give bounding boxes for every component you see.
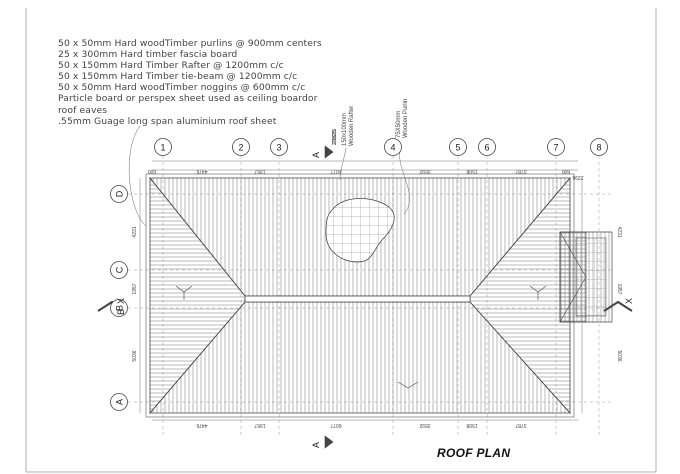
left-dim-value: 5036 [132,350,138,361]
top-dim-value: 600 [148,168,157,174]
note-line: 25 x 300mm Hard timber fascia board [58,49,238,61]
bottom-dim-value: 1957 [254,422,265,428]
grid-row-bubble: D [110,185,128,203]
rafter-callout: 150x100mmWooden Rafter [342,106,355,146]
grid-column-label: 3 [276,143,281,153]
grid-column-bubble: 4 [384,138,402,156]
grid-column-bubble: 7 [547,138,565,156]
top-dim-value: 3787 [515,168,526,174]
top-dim-value: 1957 [254,168,265,174]
note-line: 50 x 50mm Hard woodTimber purlins @ 900m… [58,38,322,49]
grid-column-label: 8 [596,143,601,153]
grid-column-bubble: 1 [154,138,172,156]
grid-row-label: C [115,266,125,273]
grid-column-label: 4 [390,143,395,153]
grid-column-label: 6 [484,143,489,153]
note-line: roof eaves [58,104,108,116]
right-dim-value: 5036 [616,350,622,361]
grid-column-label: 5 [455,143,460,153]
grid-column-bubble: 2 [232,138,250,156]
top-dim-value: 3592 [419,168,430,174]
grid-row-bubble: B [110,299,128,317]
section-label-a-top: A [311,152,321,158]
left-dim-value: 1957 [132,283,138,294]
note-line: .55mm Guage long span aluminium roof she… [58,115,277,127]
plan-title: ROOF PLAN [437,446,511,460]
top-dim-value: 4476 [196,168,207,174]
specification-notes: 50 x 50mm Hard woodTimber purlins @ 900m… [58,38,358,127]
grid-column-label: 7 [553,143,558,153]
grid-row-bubble: C [110,261,128,279]
right-extra-dim: 2296 [572,174,583,180]
bottom-dim-value: 1508 [466,422,477,428]
section-label-x-left: X [116,298,126,304]
grid-column-label: 1 [160,143,165,153]
purlin-callout: 75X50mmWooden Purlin [396,99,409,138]
grid-column-bubble: 6 [478,138,496,156]
bottom-dim-value: 4476 [196,422,207,428]
overall-dim-label: 21625 [332,129,338,144]
note-line: Particle board or perspex sheet used as … [58,93,318,105]
grid-row-bubble: A [110,393,128,411]
second-dim-label: 22825 [332,130,338,145]
note-line: 50 x 150mm Hard Timber Rafter @ 1200mm c… [58,60,284,72]
roof-bay-projection [559,231,613,323]
right-dim-value: 1957 [616,283,622,294]
section-label-b-left: B [116,309,126,315]
roof-ridge [244,295,471,303]
grid-column-bubble: 3 [270,138,288,156]
grid-column-heads: 1 2 3 4 5 6 7 8 [154,138,608,156]
top-dim-value: 6077 [330,168,341,174]
grid-row-heads: D C B A [110,185,128,411]
section-arrows [97,145,633,449]
top-dimension-labels: 600 4476 1957 6077 3592 1508 3787 600 [148,168,571,174]
bottom-dim-value: 3787 [515,422,526,428]
section-label-a-bottom: A [311,442,321,448]
left-dim-value: 4231 [132,226,138,237]
top-dim-value: 1508 [466,168,477,174]
callout-leaders [128,125,410,227]
bottom-dim-value: 6077 [330,422,341,428]
grid-column-bubble: 8 [590,138,608,156]
sheet-frame [25,8,657,473]
hip-arrow-marks [175,285,547,389]
grid-row-label: A [115,399,125,405]
note-line: 50 x 150mm Hard Timber tie-beam @ 1200mm… [58,71,298,83]
dimension-lines [139,160,583,421]
skylight-patch [325,198,395,263]
grid-row-label: D [115,190,125,197]
bottom-dim-value: 3592 [419,422,430,428]
section-label-x-right: X [624,298,634,304]
grid-column-label: 2 [238,143,243,153]
right-dim-value: 4231 [616,226,622,237]
top-dim-value: 600 [562,168,571,174]
bottom-dimension-labels: 4476 1957 6077 3592 1508 3787 [196,422,526,428]
grid-column-bubble: 5 [449,138,467,156]
side-dimension-labels: 4231 1957 5036 4231 1957 5036 [132,226,622,362]
note-line: 50 x 50mm Hard woodTimber noggins @ 600m… [58,82,306,94]
grid-row-label: B [115,305,125,311]
